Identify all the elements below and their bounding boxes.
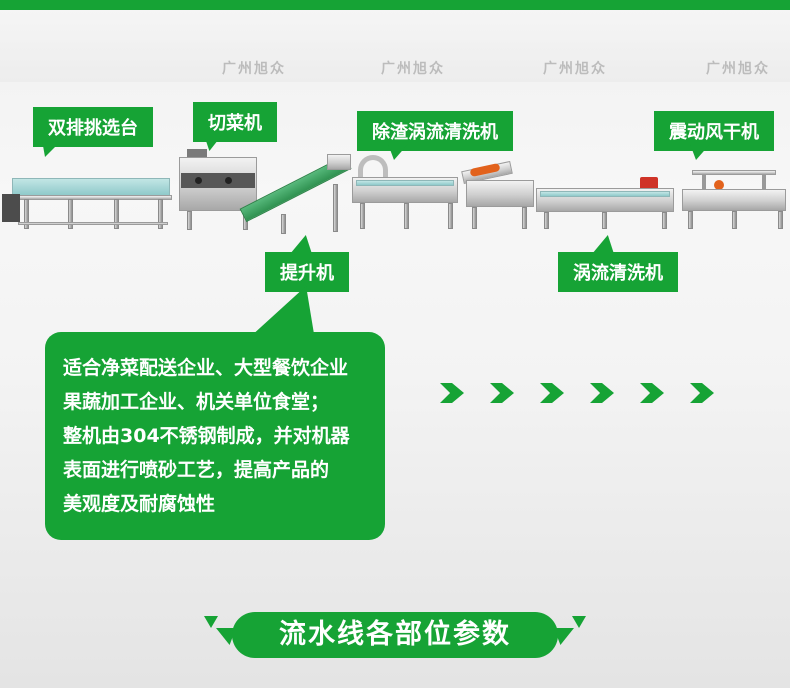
chevron-right-icon: [690, 383, 714, 403]
bubble-line: 美观度及耐腐蚀性: [63, 493, 216, 515]
machine-elevator: [239, 150, 353, 234]
callout-pointer-down: [690, 144, 710, 160]
machine-leg: [472, 207, 477, 229]
label-vibration-dryer: 震动风干机: [654, 111, 774, 151]
machine-leg: [778, 211, 783, 229]
bubble-line: 适合净菜配送企业、大型餐饮企业: [63, 357, 349, 379]
discharge-hopper: [327, 154, 351, 170]
machine-slag-vortex-washer: [350, 147, 462, 232]
machine-vibration-dryer: [682, 170, 788, 232]
description-bubble: 适合净菜配送企业、大型餐饮企业 果蔬加工企业、机关单位食堂； 整机由304不锈钢…: [45, 332, 385, 540]
bubble-tail: [253, 286, 314, 334]
water-surface: [356, 180, 454, 186]
control-panel: [181, 173, 255, 188]
machine-leg: [662, 212, 667, 229]
machine-body: [682, 189, 786, 211]
knob-icon: [195, 177, 202, 184]
machine-leg: [187, 211, 192, 230]
machine-leg: [24, 199, 29, 229]
drive-motor: [2, 194, 20, 222]
bottom-banner-title: 流水线各部位参数: [232, 612, 558, 658]
triangle-down-icon: [204, 616, 218, 628]
machine-leg: [404, 203, 409, 229]
machine-discharge-washer: [461, 154, 538, 232]
water-surface: [540, 191, 670, 197]
knob-icon: [714, 180, 724, 190]
top-frame: [692, 170, 776, 175]
label-elevator: 提升机: [265, 252, 349, 292]
chevron-right-icon: [640, 383, 664, 403]
bubble-line: 整机由304不锈钢制成，并对机器: [63, 425, 350, 447]
bubble-line: 表面进行喷砂工艺，提高产品的: [63, 459, 330, 481]
chevron-right-icon: [590, 383, 614, 403]
chevron-right-icon: [540, 383, 564, 403]
machine-vortex-washer: [536, 177, 676, 232]
watermark-text: 广州旭众: [381, 61, 445, 77]
machine-selection-table: [2, 164, 176, 230]
label-slag-vortex-washer: 除渣涡流清洗机: [357, 111, 513, 151]
watermark-text: 广州旭众: [706, 61, 770, 77]
machine-leg: [544, 212, 549, 229]
machine-leg: [522, 207, 527, 229]
watermark-text: 广州旭众: [543, 61, 607, 77]
chevron-right-icon: [440, 383, 464, 403]
machine-vent: [187, 149, 207, 158]
conveyor-belt: [12, 178, 170, 196]
callout-pointer-down: [42, 140, 62, 157]
machine-leg: [281, 214, 286, 234]
machine-leg: [732, 211, 737, 229]
watermark-band: 广州旭众 广州旭众 广州旭众 广州旭众: [0, 10, 790, 82]
watermark-text: 广州旭众: [222, 61, 286, 77]
machine-leg: [688, 211, 693, 229]
machine-frame: [10, 195, 172, 200]
pump-motor: [640, 177, 658, 190]
machine-frame: [18, 222, 168, 225]
bubble-line: 果蔬加工企业、机关单位食堂；: [63, 391, 330, 413]
top-accent-bar: [0, 0, 790, 10]
inlet-pipe: [358, 155, 388, 179]
machine-cutter: [177, 149, 261, 230]
machine-leg: [68, 199, 73, 229]
chevron-right-icon: [490, 383, 514, 403]
triangle-down-icon: [572, 616, 586, 628]
machine-leg: [114, 199, 119, 229]
machine-leg: [360, 203, 365, 229]
machine-leg: [333, 184, 338, 232]
machine-leg: [602, 212, 607, 229]
machine-body: [466, 180, 534, 207]
knob-icon: [225, 177, 232, 184]
machine-leg: [448, 203, 453, 229]
machine-leg: [158, 199, 163, 229]
label-vortex-washer: 涡流清洗机: [558, 252, 678, 292]
frame-post: [702, 175, 706, 189]
frame-post: [762, 175, 766, 189]
